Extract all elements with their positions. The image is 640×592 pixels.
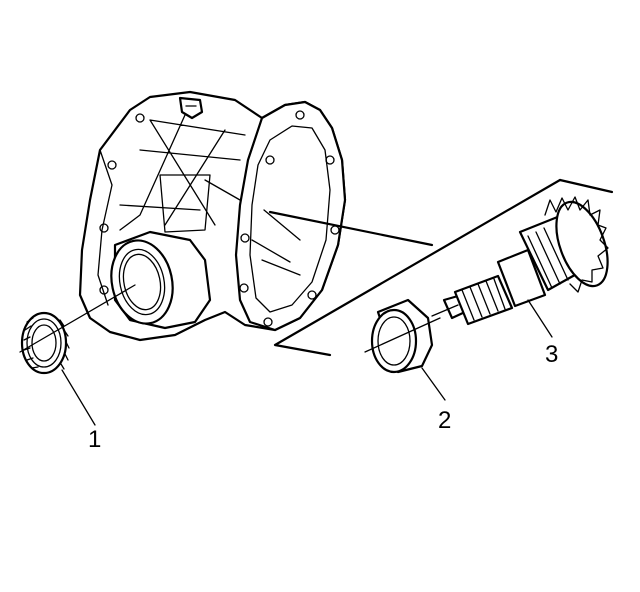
assembly-bracket bbox=[268, 178, 614, 357]
leader-1 bbox=[61, 369, 96, 426]
callout-1: 1 bbox=[88, 426, 101, 453]
part-2-collar bbox=[364, 298, 441, 374]
leader-2 bbox=[421, 367, 446, 401]
part-1-bearing bbox=[19, 284, 136, 375]
leader-3 bbox=[527, 299, 553, 338]
leader-lines bbox=[61, 299, 553, 426]
callout-2: 2 bbox=[438, 407, 451, 434]
callout-3: 3 bbox=[545, 341, 558, 368]
part-3-pinion-shaft bbox=[431, 196, 609, 326]
differential-housing bbox=[78, 90, 347, 342]
